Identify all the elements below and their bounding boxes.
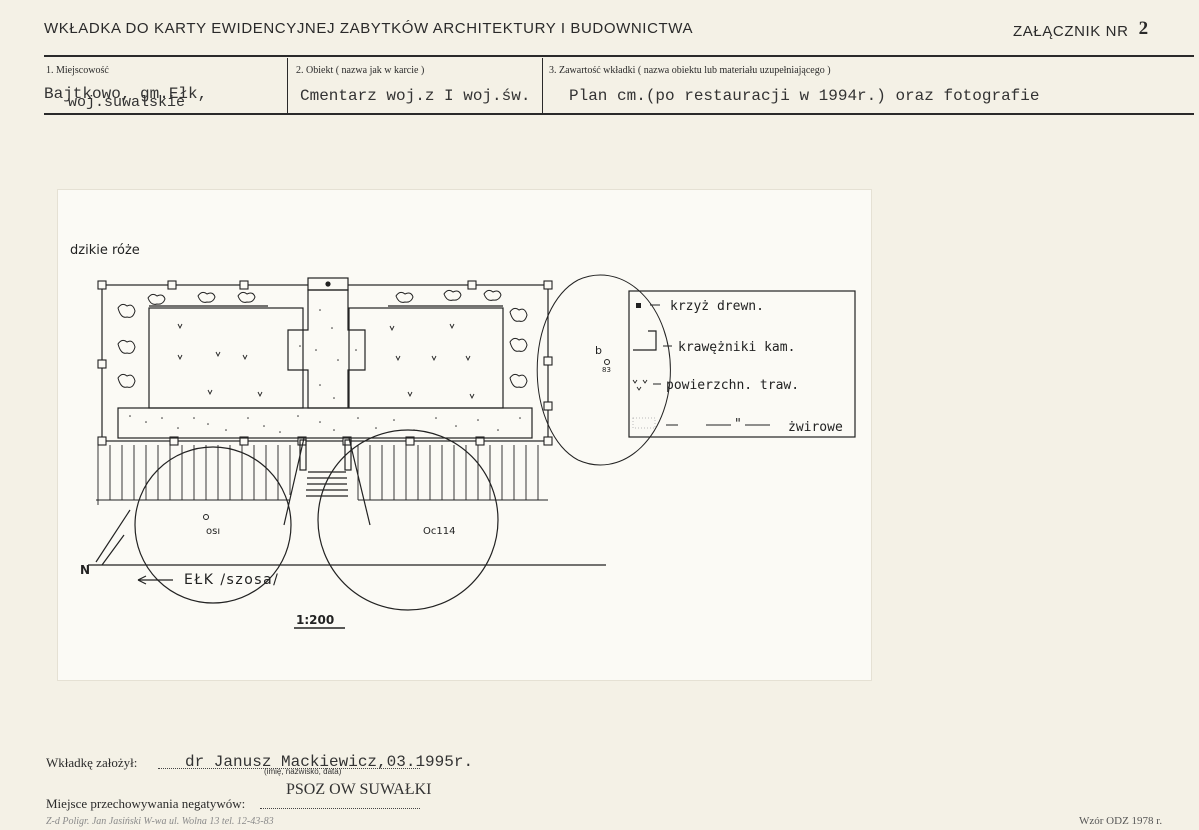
north-arrow bbox=[95, 509, 131, 566]
scale-label: 1:200 bbox=[296, 613, 334, 627]
contents-label: 3. Zawartość wkładki ( nazwa obiektu lub… bbox=[549, 65, 831, 76]
tree-trunk-c bbox=[604, 359, 610, 365]
storage-label: Miejsce przechowywania negatywów: bbox=[46, 796, 246, 811]
legend-item-gravel: żwirowe bbox=[788, 420, 843, 435]
contents-value: Plan cm.(po restauracji w 1994r.) oraz f… bbox=[569, 87, 1040, 105]
founder-value: dr Janusz Mackiewicz,03.1995r. bbox=[185, 753, 474, 771]
direction-label: EŁK /szosa/ bbox=[184, 572, 279, 588]
fence-posts bbox=[97, 280, 553, 446]
founder-label: Wkładkę założył: bbox=[46, 755, 138, 770]
right-plot bbox=[348, 307, 504, 409]
form-pattern-number: Wzór ODZ 1978 r. bbox=[1079, 815, 1163, 827]
header-rule bbox=[44, 55, 1194, 57]
storage-value: PSOZ OW SUWAŁKI bbox=[286, 781, 432, 798]
direction-arrow bbox=[137, 575, 173, 585]
form-title: WKŁADKA DO KARTY EWIDENCYJNEJ ZABYTKÓW A… bbox=[44, 20, 694, 37]
gravel-dots bbox=[129, 309, 521, 433]
roses-label: dzikie róże bbox=[70, 243, 140, 258]
annex-label: ZAŁĄCZNIK NR bbox=[1013, 23, 1129, 40]
tree-trunk-a bbox=[203, 514, 209, 520]
tree-canopy-b bbox=[317, 429, 499, 611]
field-divider-2 bbox=[542, 58, 543, 114]
printer-imprint: Z-d Poligr. Jan Jasiński W-wa ul. Wolna … bbox=[46, 816, 274, 827]
cemetery-plan-drawing: dzikie róże osı Oc114 b 83 N EŁK /szosa/… bbox=[70, 243, 856, 629]
legend-cross-symbol bbox=[636, 303, 641, 308]
tree-a-label: osı bbox=[206, 526, 220, 537]
gravel-band bbox=[117, 407, 533, 439]
tree-canopy-a bbox=[134, 446, 292, 604]
founder-hint: (imię, nazwisko, data) bbox=[264, 767, 342, 776]
storage-dotted-line bbox=[260, 808, 420, 809]
locality-value-line1: Bajtkowo, gm.Ełk, bbox=[44, 85, 208, 103]
north-label: N bbox=[80, 563, 90, 577]
cemetery-plan-photo: dzikie róże osı Oc114 b 83 N EŁK /szosa/… bbox=[58, 190, 871, 680]
tree-canopy-c bbox=[577, 274, 671, 466]
left-plot bbox=[148, 307, 304, 409]
object-label: 2. Obiekt ( nazwa jak w karcie ) bbox=[296, 65, 425, 76]
slope-hatching bbox=[96, 445, 548, 505]
locality-value-line2: woj.suwalskie bbox=[68, 94, 186, 111]
legend-kerb-symbol bbox=[633, 330, 657, 351]
legend-frame bbox=[628, 290, 856, 438]
grass-marks bbox=[177, 323, 475, 400]
rose-bushes bbox=[117, 289, 528, 388]
entrance-stairs bbox=[283, 437, 371, 526]
plan-legend: krzyż drewn. krawężniki kam. powierzchn.… bbox=[628, 290, 856, 438]
fields-bottom-rule bbox=[44, 113, 1194, 115]
legend-item-cross: krzyż drewn. bbox=[670, 299, 764, 314]
annex-label-group: ZAŁĄCZNIK NR 2 bbox=[1013, 18, 1149, 42]
founder-dotted-line bbox=[158, 768, 420, 769]
legend-ditto: " bbox=[734, 417, 742, 432]
legend-item-kerb: krawężniki kam. bbox=[678, 340, 795, 355]
annex-number: 2 bbox=[1138, 18, 1149, 39]
legend-grass-symbol bbox=[632, 379, 648, 391]
locality-label: 1. Miejscowość bbox=[46, 65, 109, 76]
object-value: Cmentarz woj.z I woj.św. bbox=[300, 87, 531, 105]
tree-c-label: b bbox=[595, 344, 602, 357]
field-divider-1 bbox=[287, 58, 288, 114]
tree-b-label: Oc114 bbox=[423, 526, 455, 537]
legend-gravel-symbol bbox=[632, 417, 656, 429]
legend-item-grass: powierzchn. traw. bbox=[666, 378, 799, 393]
tree-c-sublabel: 83 bbox=[602, 366, 611, 374]
